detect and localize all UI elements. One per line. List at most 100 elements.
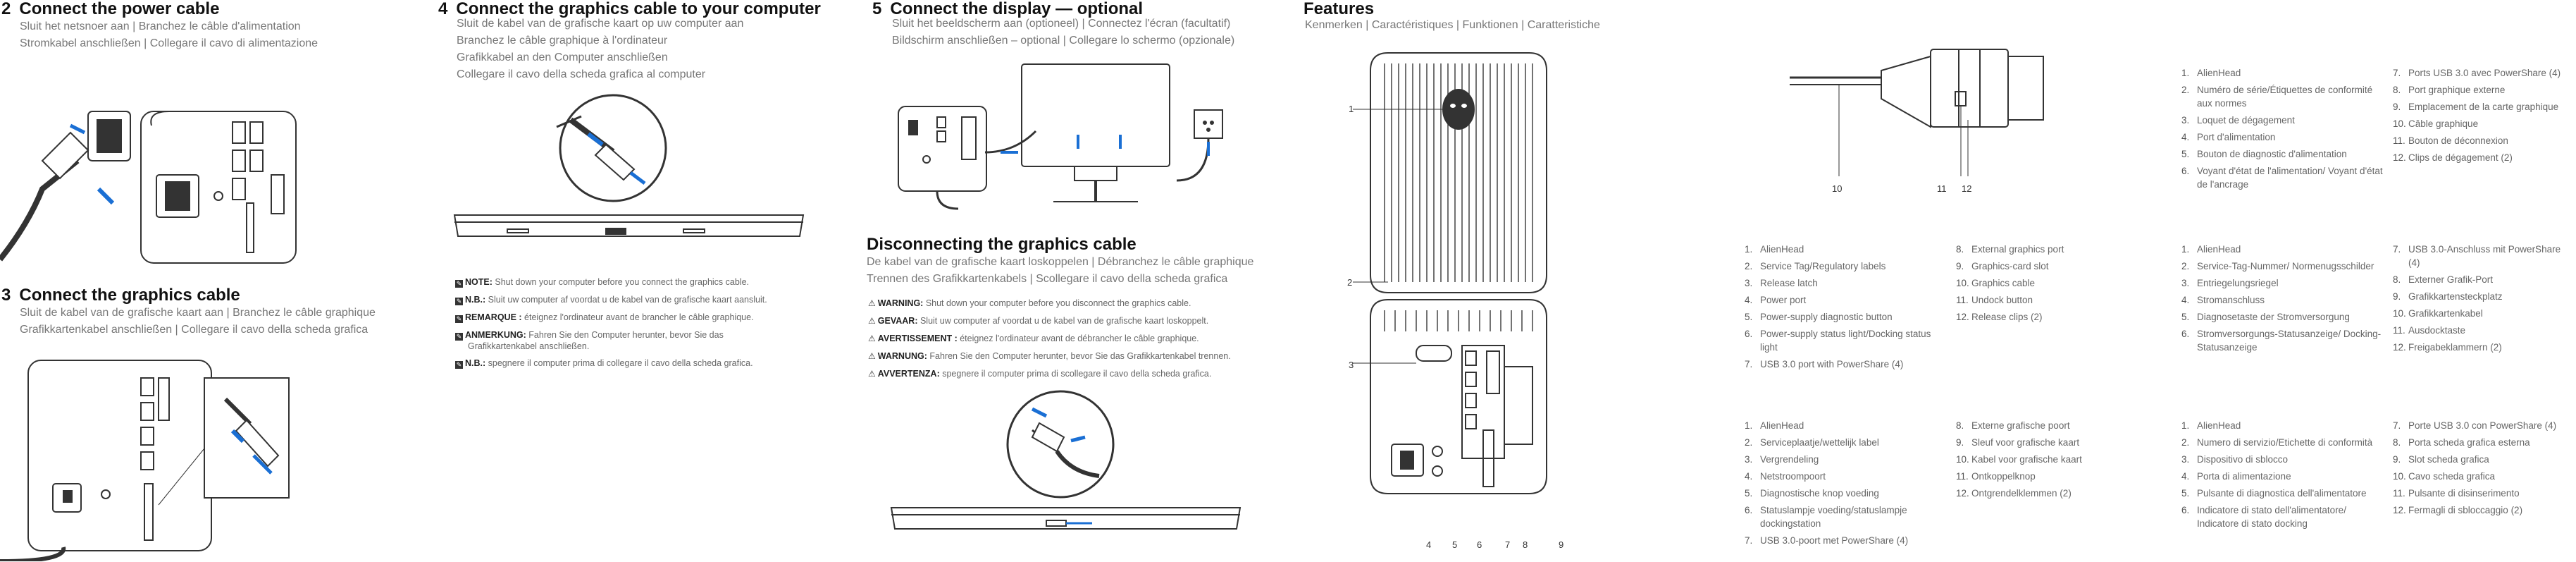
callout-7: 7	[1505, 539, 1511, 550]
list-item-label: Ontgrendelklemmen (2)	[1971, 488, 2072, 499]
callout-10: 10	[1832, 183, 1843, 194]
list-item-label: Voyant d'état de l'alimentation/ Voyant …	[2197, 166, 2383, 190]
list-item-number: 6.	[1745, 329, 1753, 339]
list-item-number: 7.	[2393, 68, 2401, 78]
list-item-number: 11.	[1956, 471, 1969, 482]
features-heading: Features	[1304, 0, 1375, 18]
callout-6: 6	[1477, 539, 1482, 550]
list-item-number: 3.	[1745, 278, 1753, 288]
list-item-label: Stromanschluss	[2197, 295, 2265, 305]
list-item-number: 7.	[2393, 244, 2401, 255]
list-item-label: Release latch	[1760, 278, 1818, 288]
list-item: 11.Pulsante di disinserimento	[2393, 487, 2575, 500]
list-item-label: Ontkoppelknop	[1971, 471, 2036, 482]
list-item-label: AlienHead	[2197, 244, 2241, 255]
list-item-number: 12.	[1956, 312, 1969, 322]
list-item-number: 2.	[2181, 85, 2190, 95]
list-item-label: Power-supply status light/Docking status…	[1760, 329, 1931, 353]
list-item: 4.Port d'alimentation	[2181, 130, 2386, 144]
list-item-number: 8.	[2393, 85, 2401, 95]
step5-line: Bildschirm anschließen – optional | Coll…	[892, 35, 1235, 47]
list-item: 5.Diagnosetaste der Stromversorgung	[2181, 310, 2386, 324]
list-item: 2.Numero di servizio/Etichette di confor…	[2181, 436, 2386, 449]
features-list-en-b: 8. External graphics port 9.Graphics-card…	[1956, 243, 2132, 327]
list-item-label: Port graphique externe	[2408, 85, 2506, 95]
list-item-number: 1.	[1745, 420, 1753, 431]
list-item: 7.USB 3.0 port with PowerShare (4)	[1745, 358, 1935, 371]
step5-subtitle: Sluit het beeldscherm aan (optioneel) | …	[892, 16, 1234, 49]
warning-line: ⚠AVVERTENZA: spegnere il computer prima …	[868, 365, 1231, 383]
list-item-number: 4.	[2181, 471, 2190, 482]
list-item-number: 8.	[1956, 244, 1964, 255]
list-item: 12.Clips de dégagement (2)	[2393, 151, 2575, 164]
list-item-label: Graphics cable	[1971, 278, 2036, 288]
list-item: 2. Service-Tag-Nummer/ Normenugsschilder	[2181, 259, 2386, 273]
step3-line: Sluit de kabel van de grafische kaart aa…	[20, 307, 376, 319]
list-item-label: External graphics port	[1971, 244, 2064, 255]
list-item: 11.Bouton de déconnexion	[2393, 134, 2575, 147]
list-item-number: 4.	[1745, 471, 1753, 482]
list-item-number: 1.	[2181, 68, 2190, 78]
note-icon: ✎	[455, 298, 463, 305]
list-item-label: Emplacement de la carte graphique	[2408, 102, 2559, 112]
list-item-label: Dispositivo di sblocco	[2197, 454, 2289, 465]
step4-subtitle: Sluit de kabel van de grafische kaart op…	[457, 16, 743, 83]
list-item: 6.Indicatore di stato dell'alimentatore/…	[2181, 503, 2386, 530]
list-item-label: USB 3.0 port with PowerShare (4)	[1760, 359, 1904, 369]
note-line: Grafikkartenkabel anschließen.	[468, 341, 590, 351]
list-item: 2.Service Tag/Regulatory labels	[1745, 259, 1935, 273]
list-item: 9. Emplacement de la carte graphique	[2393, 100, 2575, 114]
features-list-nl-b: 8.Externe grafische poort 9.Sleuf voor g…	[1956, 419, 2132, 503]
list-item-label: Graphics-card slot	[1971, 261, 2049, 271]
list-item-label: Entriegelungsriegel	[2197, 278, 2279, 288]
list-item-label: Service-Tag-Nummer/ Normenugsschilder	[2197, 261, 2374, 271]
list-item-number: 4.	[1745, 295, 1753, 305]
list-item: 1.AlienHead	[1745, 419, 1935, 432]
amplifier-back-illustration	[1353, 299, 1547, 494]
list-item: 9.Graphics-card slot	[1956, 259, 2132, 273]
power-cable-illustration	[0, 111, 297, 264]
list-item-number: 5.	[2181, 149, 2190, 159]
warning-icon: ⚠	[868, 298, 876, 308]
list-item: 10.Kabel voor grafische kaart	[1956, 453, 2132, 466]
list-item: 5.Pulsante di diagnostica dell'alimentat…	[2181, 487, 2386, 500]
list-item-number: 2.	[2181, 261, 2190, 271]
callout-3: 3	[1349, 360, 1354, 370]
list-item-number: 11.	[1956, 295, 1969, 305]
list-item-label: Grafikkartenkabel	[2408, 308, 2483, 319]
list-item-label: Pulsante di diagnostica dell'alimentator…	[2197, 488, 2367, 499]
list-item-number: 1.	[1745, 244, 1753, 255]
list-item-number: 9.	[2393, 102, 2401, 112]
list-item: 3. Release latch	[1745, 276, 1935, 290]
list-item-label: Indicatore di stato dell'alimentatore/ I…	[2197, 505, 2346, 529]
list-item-label: AlienHead	[1760, 244, 1804, 255]
list-item: 6.Statuslampje voeding/statuslampje dock…	[1745, 503, 1935, 530]
list-item-number: 11.	[2393, 488, 2405, 499]
list-item: 10.Câble graphique	[2393, 117, 2575, 130]
list-item-label: Externer Grafik-Port	[2408, 274, 2494, 285]
list-item-label: Diagnosetaste der Stromversorgung	[2197, 312, 2350, 322]
list-item-number: 12.	[2393, 505, 2406, 515]
list-item-label: Serviceplaatje/wettelijk label	[1760, 437, 1879, 448]
features-list-it-b: 7.Porte USB 3.0 con PowerShare (4) 8.Por…	[2393, 419, 2575, 520]
step3-line: Grafikkartenkabel anschließen | Collegar…	[20, 324, 369, 336]
list-item: 7.USB 3.0-poort met PowerShare (4)	[1745, 534, 1935, 547]
features-list-it-a: 1.AlienHead 2.Numero di servizio/Etichet…	[2181, 419, 2386, 534]
list-item: 12.Freigabeklammern (2)	[2393, 341, 2575, 354]
list-item: 7.USB 3.0-Anschluss mit PowerShare (4)	[2393, 243, 2575, 269]
list-item-label: Porta scheda grafica esterna	[2408, 437, 2530, 448]
list-item-number: 2.	[1745, 437, 1753, 448]
warning-icon: ⚠	[868, 334, 876, 343]
note-line: ✎REMARQUE : éteignez l'ordinateur avant …	[455, 312, 754, 323]
callout-5: 5	[1452, 539, 1458, 550]
list-item-label: Port d'alimentation	[2197, 132, 2276, 142]
callout-1: 1	[1349, 104, 1354, 114]
features-subtitle: Kenmerken | Caractéristiques | Funktione…	[1305, 19, 1600, 31]
callout-12: 12	[1962, 183, 1972, 194]
list-item: 12.Ontgrendelklemmen (2)	[1956, 487, 2132, 500]
list-item: 1.AlienHead	[2181, 419, 2386, 432]
list-item-number: 8.	[1956, 420, 1964, 431]
